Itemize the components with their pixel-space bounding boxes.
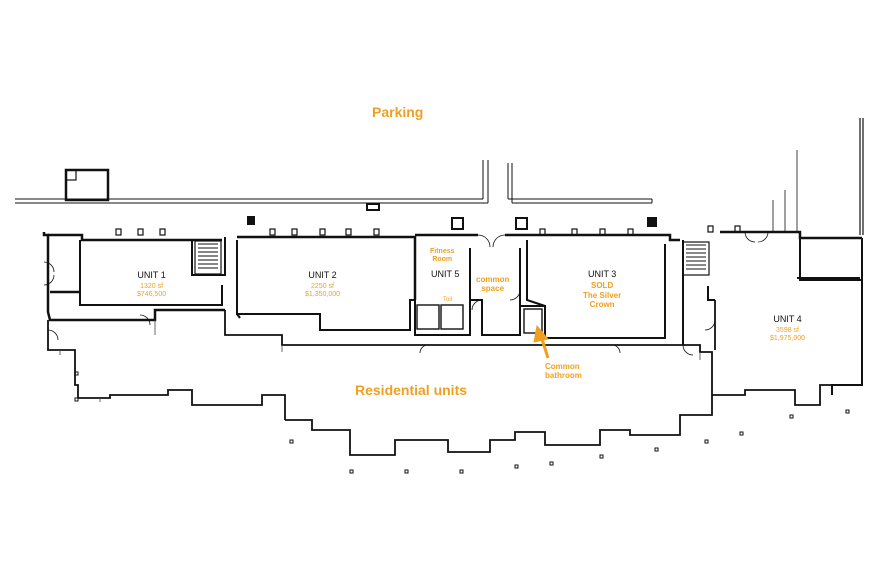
unit-3-tenant-line1: The Silver [583,290,622,300]
unit-2-label: UNIT 2 2250 sf $1,350,000 [305,270,340,299]
unit-1-label: UNIT 1 1320 sf $746,500 [137,270,166,299]
unit-4-name: UNIT 4 [773,314,802,324]
unit-3-label: UNIT 3 SOLD The Silver Crown [583,269,621,309]
fitness-line1: Fitness [430,248,455,255]
parking-edge [15,118,864,235]
common-space-line2: space [481,284,505,294]
doors [43,231,769,356]
unit5-walls [414,248,471,336]
fitness-line2: Room [432,256,453,264]
front-wall [42,230,862,322]
residential-outline [47,300,832,456]
kiosk [64,168,110,202]
unit-3-tenant-line2: Crown [589,299,615,309]
unit-3-status: SOLD [591,281,614,291]
walls [15,118,864,474]
parking-label: Parking [372,104,424,120]
common-space-label: common space [476,275,509,293]
stairs [198,243,706,270]
unit-1-name: UNIT 1 [137,270,166,280]
unit-3-name: UNIT 3 [587,269,617,279]
unit-1-price: $746,500 [137,291,167,299]
unit2-walls [236,240,415,331]
unit-4-label: UNIT 4 3598 sf $1,975,000 [770,314,805,343]
unit-4-price: $1,975,000 [770,335,806,343]
common-space-line1: common [476,275,510,284]
unit-5-name: UNIT 5 [431,269,460,279]
unit-2-price: $1,350,000 [305,291,341,299]
common-bathroom-label: Common bathroom [545,362,582,380]
residential-units-label: Residential units [355,382,468,398]
unit-2-size: 2250 sf [311,283,334,291]
unit3-walls [526,240,666,339]
toilet-label: Toil [443,297,453,303]
common-bathroom-line2: bathroom [545,371,582,381]
unit-2-name: UNIT 2 [308,270,337,280]
interior-lines [59,320,701,402]
unit1-walls [79,237,226,306]
unit4-walls [682,238,863,395]
unit-1-size: 1320 sf [140,283,164,291]
columns [247,203,657,230]
marker-points [74,371,850,474]
fitness-room-label: Fitness Room [430,248,455,264]
common-bathroom-line1: Common [545,362,580,371]
arrow-up-icon [533,324,550,359]
wall-columns [115,225,741,236]
unit-4-size: 3598 sf [776,327,799,335]
